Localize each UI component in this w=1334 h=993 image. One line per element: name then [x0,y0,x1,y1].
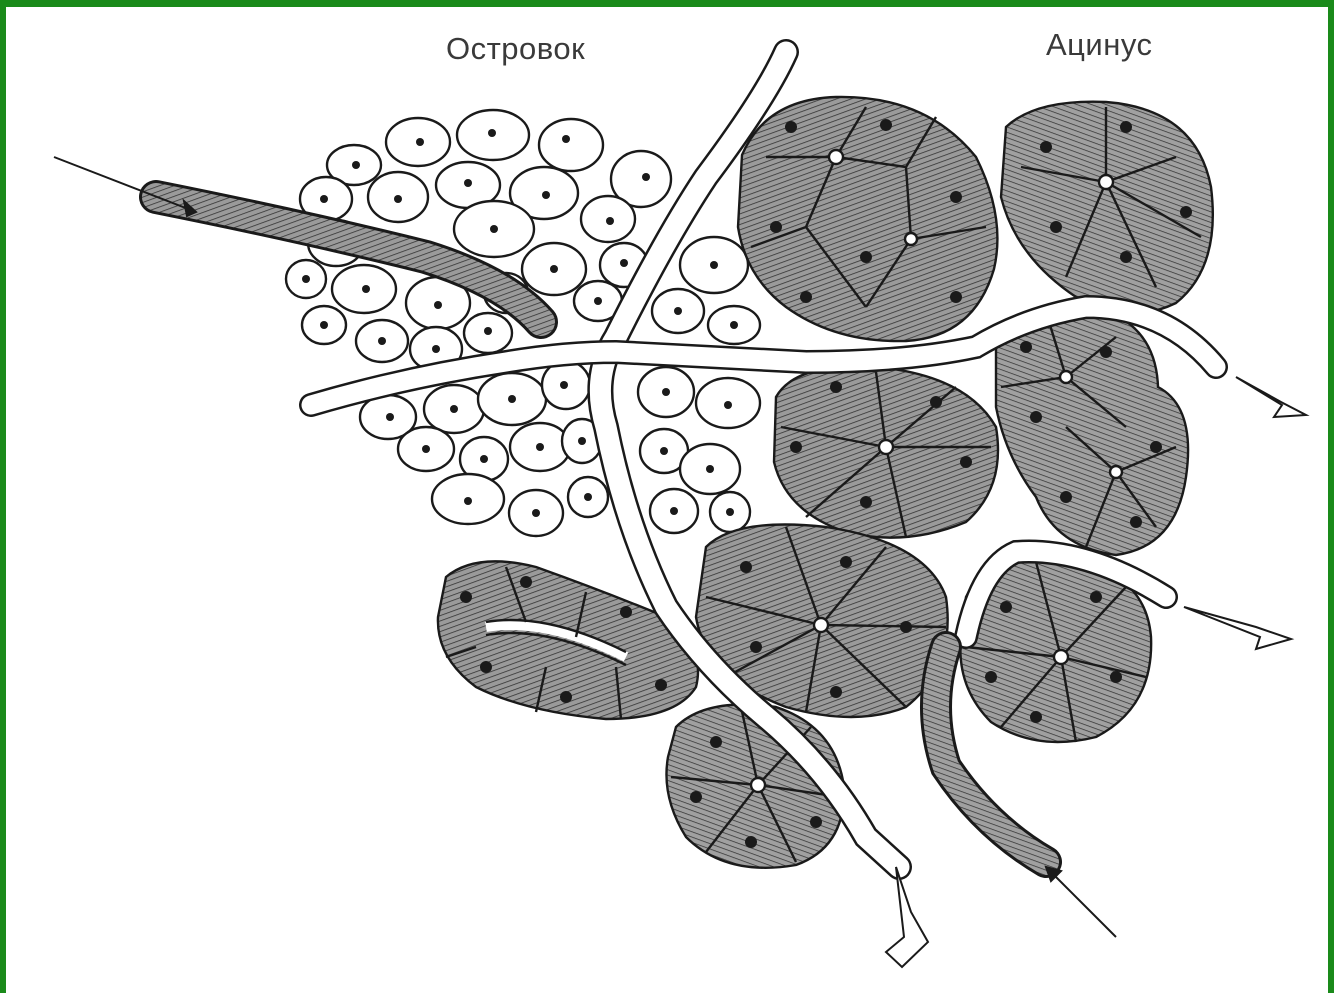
arrow-outflow-right-top [1236,377,1306,417]
acinus-top-right [1001,102,1213,314]
arrow-outflow-bottom [886,867,928,967]
acinus-middle-center [774,366,998,537]
acinus-top-center [738,97,997,341]
acinus-label: Ацинус [1046,27,1153,63]
arrow-outflow-right-middle [1184,607,1291,649]
pancreas-illustration [6,7,1328,993]
arrow-inflow-bottom [1046,867,1116,937]
islet-label: Островок [446,31,585,67]
